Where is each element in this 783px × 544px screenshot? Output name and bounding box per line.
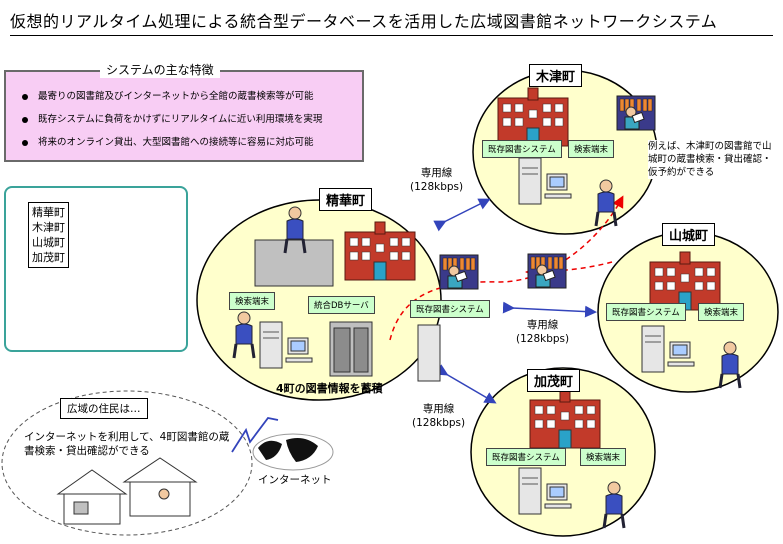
internet-link	[231, 417, 279, 453]
line-label-kamo: 専用線 (128kbps)	[412, 403, 466, 429]
residents-heading: 広域の住民は…	[60, 398, 148, 419]
reader-icon-kizu	[616, 95, 656, 131]
internet-label: インターネット	[258, 474, 332, 486]
reader-icon-transit	[527, 253, 567, 289]
bullet-icon	[22, 139, 28, 146]
page-title: 仮想的リアルタイム処理による統合型データベースを活用した広域図書館ネットワークシ…	[10, 12, 718, 31]
house-icon-2	[122, 457, 198, 517]
kizu-note: 例えば、木津町の図書館で山城町の蔵書検索・貸出確認・仮予約ができる	[648, 140, 774, 179]
house-icon-1	[56, 469, 128, 525]
kamo-terminal-label: 検索端末	[580, 448, 627, 466]
line-label-kizu: 専用線 (128kbps)	[410, 167, 464, 193]
residents-text: インターネットを利用して、4町図書館の蔵書検索・貸出確認ができる	[24, 431, 230, 457]
line-label-yamashiro: 専用線 (128kbps)	[516, 319, 570, 345]
internet-globe-icon	[252, 433, 334, 471]
kamo-existing-label: 既存図書システム	[486, 448, 566, 466]
yamashiro-title: 山城町	[662, 223, 716, 246]
features-panel	[4, 70, 364, 162]
kizu-terminal-label: 検索端末	[568, 140, 615, 158]
yamashiro-terminal-label: 検索端末	[698, 303, 745, 321]
kizu-existing-label: 既存図書システム	[482, 140, 562, 158]
seika-dbserver-label: 統合DBサーバ	[308, 296, 375, 314]
bullet-icon	[22, 93, 28, 100]
title-rule	[10, 35, 773, 36]
yamashiro-existing-label: 既存図書システム	[606, 303, 686, 321]
db-server-icon	[329, 321, 373, 377]
kizu-title: 木津町	[529, 64, 583, 87]
feature-item: 既存システムに負荷をかけずにリアルタイムに近い利用環境を実現	[22, 111, 322, 125]
existing-server-icon	[417, 324, 441, 382]
features-heading: システムの主な特徴	[100, 61, 220, 78]
reader-icon-seika	[439, 254, 479, 290]
line-yamashiro	[502, 301, 597, 318]
query-path	[389, 195, 624, 341]
line-kizu	[433, 198, 491, 232]
feature-item: 将来のオンライン貸出、大型図書館への接続等に容易に対応可能	[22, 134, 314, 148]
bullet-icon	[22, 116, 28, 123]
seika-caption: 4町の図書情報を蓄積	[276, 382, 383, 395]
town-list: 精華町 木津町 山城町 加茂町	[28, 202, 69, 268]
line-kamo	[435, 364, 497, 404]
kamo-title: 加茂町	[527, 369, 581, 392]
seika-title: 精華町	[319, 188, 373, 211]
feature-item: 最寄りの図書館及びインターネットから全館の蔵書検索等が可能	[22, 88, 314, 102]
seika-existing-label: 既存図書システム	[410, 300, 490, 318]
staff-desk	[254, 239, 334, 287]
seika-terminal-label: 検索端末	[229, 292, 276, 310]
